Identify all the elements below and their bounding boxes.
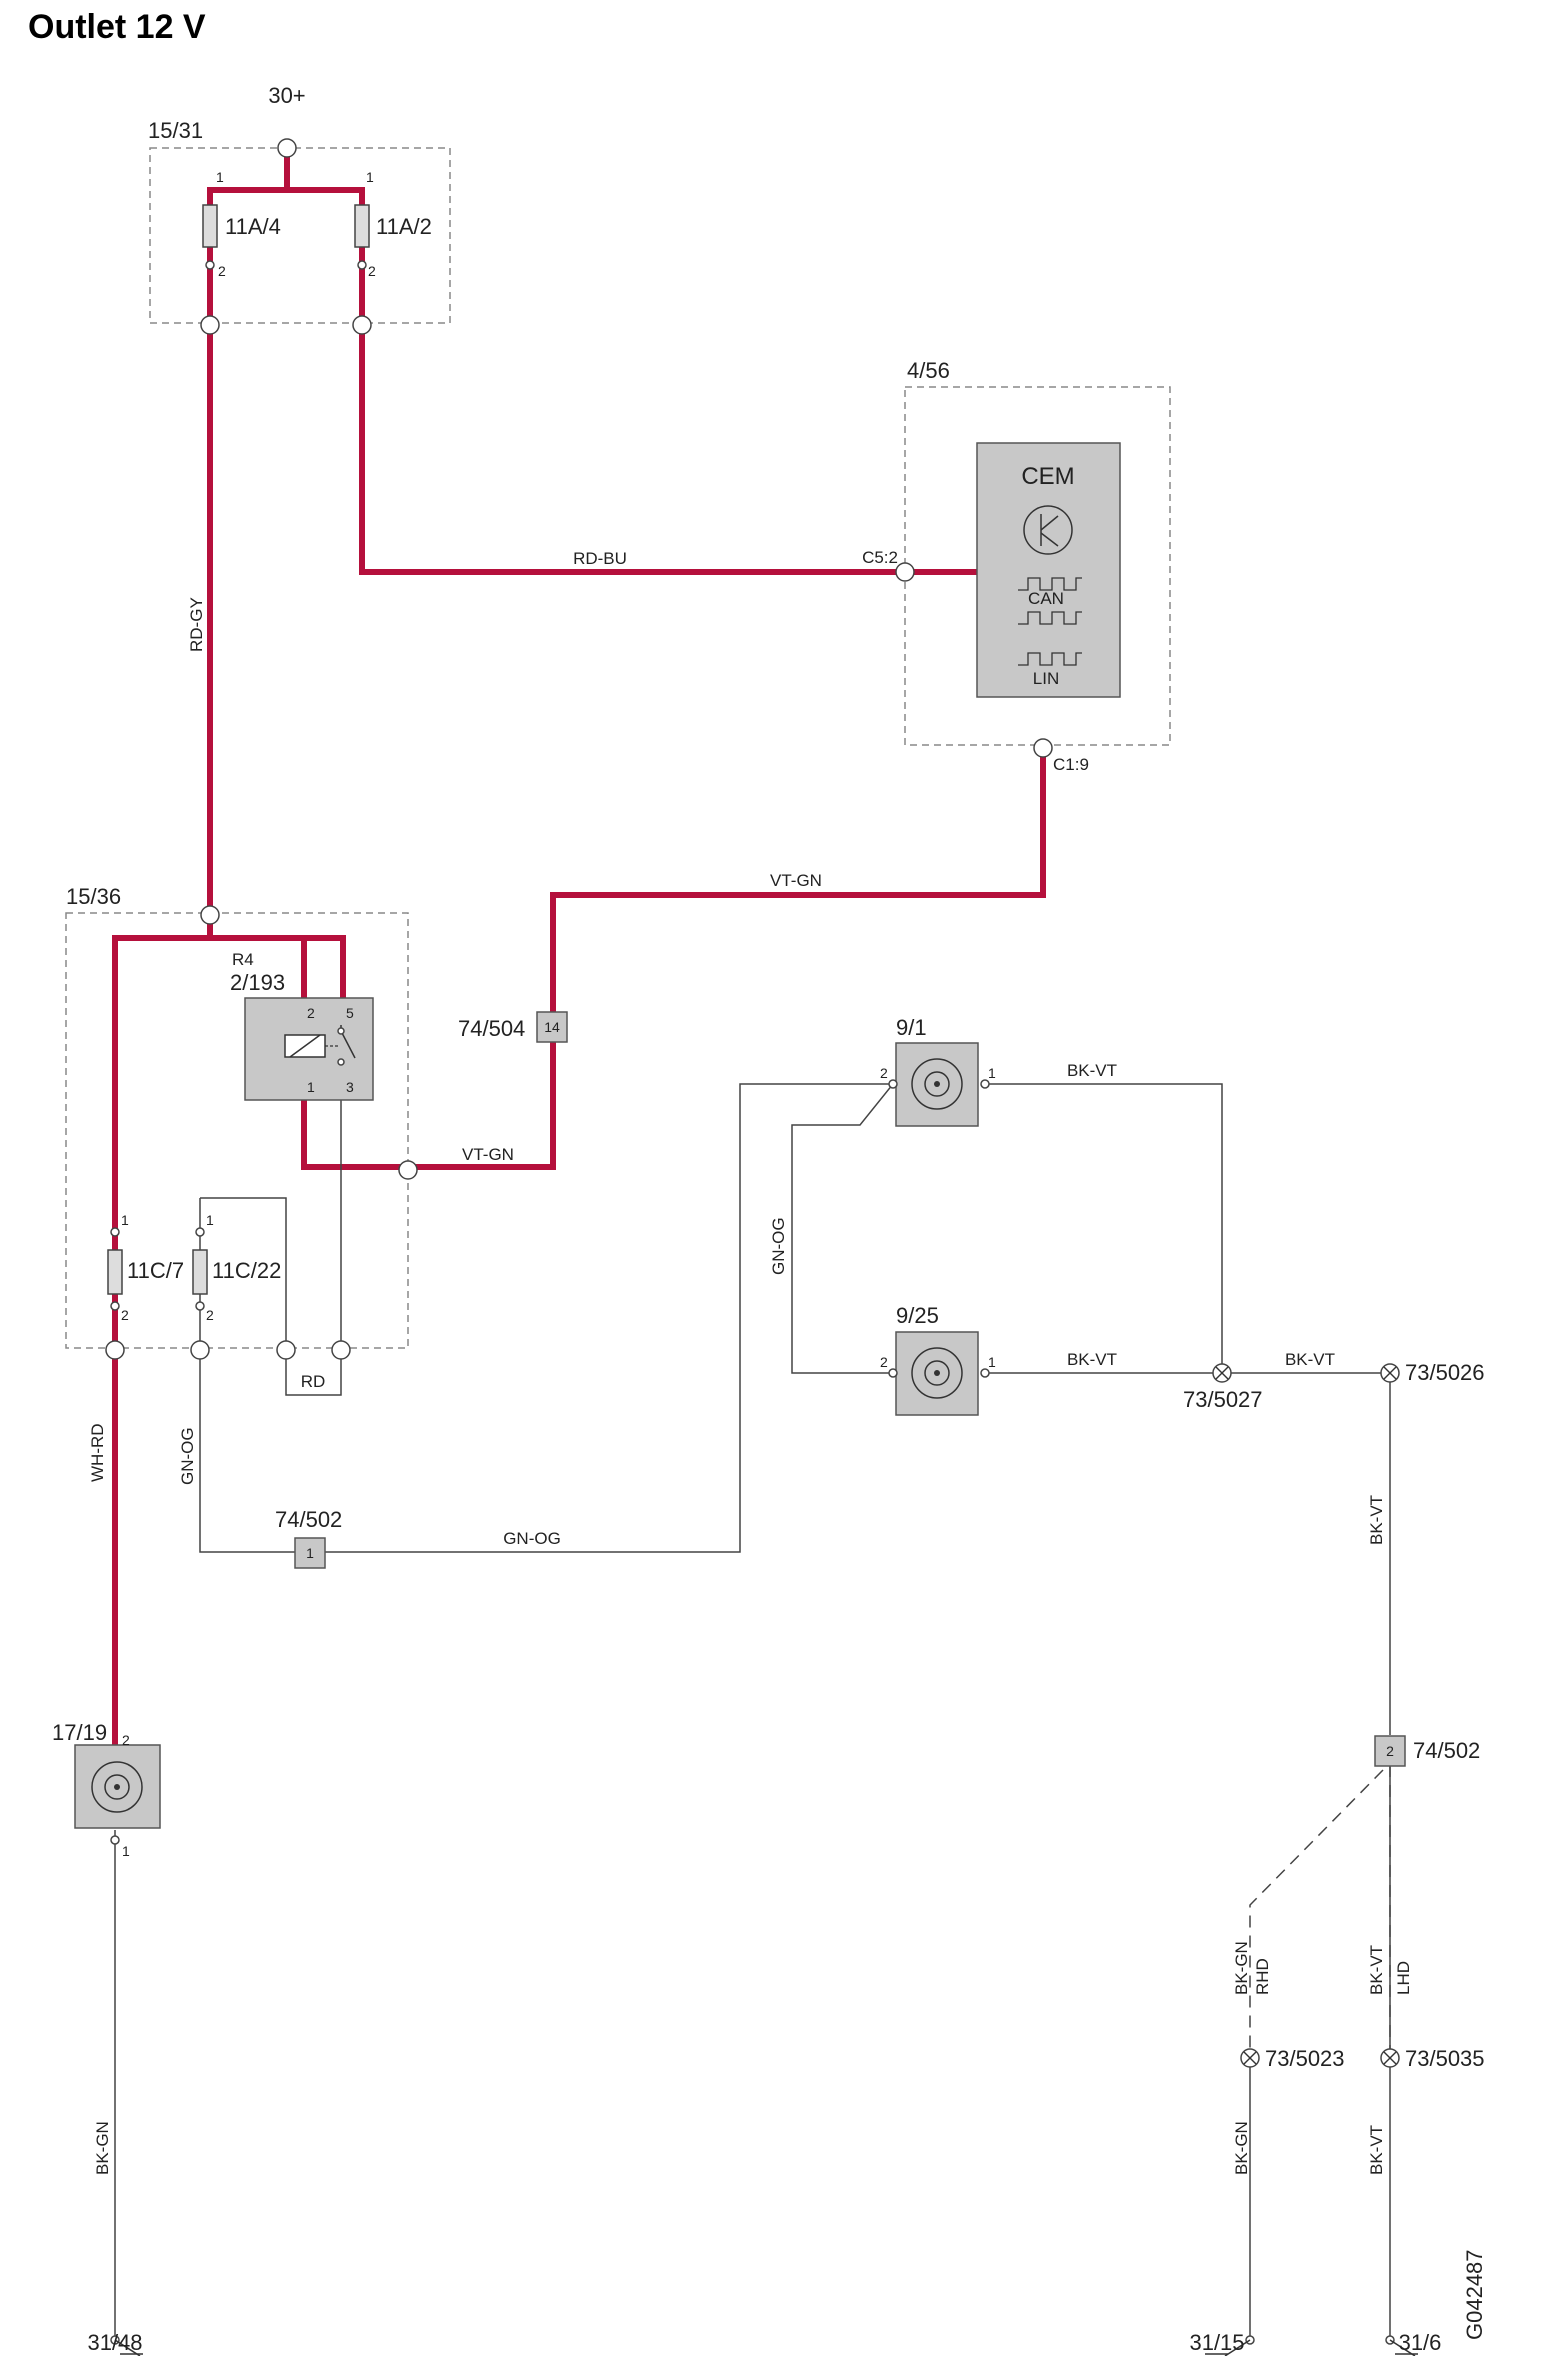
- connector-502b-label: 74/502: [1413, 1738, 1480, 1763]
- outlet-17-19: [74, 1744, 161, 1829]
- outlet-9-1: [895, 1042, 979, 1127]
- connector-502a-pin: 1: [306, 1545, 314, 1561]
- pin-9-25-2: 2: [880, 1354, 888, 1370]
- connector-74-502-b: [1374, 1735, 1406, 1767]
- splice-5027: [1212, 1363, 1232, 1383]
- pin-9-25-1: 1: [988, 1354, 996, 1370]
- wire-bk-vt-mid: BK-VT: [1067, 1350, 1117, 1369]
- pin-11a4-2: 2: [218, 263, 226, 279]
- outlet-9-25-label: 9/25: [896, 1303, 939, 1328]
- ground-15-label: 31/15: [1189, 2330, 1244, 2355]
- pin-relay-1: 1: [307, 1079, 315, 1095]
- splice-5023: [1240, 2048, 1260, 2068]
- cem-title: CEM: [1021, 463, 1074, 490]
- pin-relay-3: 3: [346, 1079, 354, 1095]
- wire-bk-vt-top: BK-VT: [1067, 1061, 1117, 1080]
- fuse-11a4: [202, 204, 218, 270]
- wire-gn-og-vertical: GN-OG: [769, 1217, 788, 1275]
- relay-id-label: 2/193: [230, 970, 285, 995]
- splice-5026-label: 73/5026: [1405, 1360, 1485, 1385]
- power-wires: [112, 145, 1046, 1748]
- wire-wh-rd: WH-RD: [88, 1423, 107, 1482]
- wire-rd-gy: RD-GY: [187, 597, 206, 652]
- drawing-id: G042487: [1462, 2249, 1487, 2340]
- cem-pin-c5: C5:2: [862, 548, 898, 567]
- pin-11a2-2: 2: [368, 263, 376, 279]
- fuse-a-label: 11A/4: [225, 214, 281, 239]
- fuse-b-label: 11A/2: [376, 214, 432, 239]
- cem-can-label: CAN: [1028, 589, 1064, 608]
- ground-6-label: 31/6: [1399, 2330, 1442, 2355]
- junction-nodes: [105, 138, 1053, 1845]
- splice-5026: [1380, 1363, 1400, 1383]
- cem-module: [976, 442, 1121, 698]
- connector-502b-pin: 2: [1386, 1743, 1394, 1759]
- fusebox-rear-boundary: [65, 912, 409, 1349]
- outlet-9-25: [895, 1331, 979, 1416]
- signal-wires: [114, 1070, 1391, 2340]
- connector-504-label: 74/504: [458, 1016, 525, 1041]
- lhd-label: LHD: [1394, 1961, 1413, 1995]
- fuse-11c22: [192, 1227, 208, 1311]
- rhd-label: RHD: [1253, 1958, 1272, 1995]
- fuse-d-label: 11C/22: [212, 1258, 281, 1283]
- relay-2-193: [244, 997, 374, 1101]
- wire-gn-og-bottom: GN-OG: [503, 1529, 561, 1548]
- wire-rd-small: RD: [301, 1372, 326, 1391]
- cem-box-label: 4/56: [907, 358, 950, 383]
- fuse-11a2: [354, 204, 370, 270]
- pin-9-1-1: 1: [988, 1065, 996, 1081]
- pin-17-19-2: 2: [122, 1732, 130, 1748]
- supply-label: 30+: [268, 83, 305, 108]
- fusebox-rear-label: 15/36: [66, 884, 121, 909]
- relay-ref-label: R4: [232, 950, 254, 969]
- pin-11c22-2: 2: [206, 1307, 214, 1323]
- pin-11a2-1: 1: [366, 169, 374, 185]
- pin-11a4-1: 1: [216, 169, 224, 185]
- wire-bk-vt-lhd: BK-VT: [1367, 1945, 1386, 1995]
- pin-relay-5: 5: [346, 1005, 354, 1021]
- fusebox-main-boundary: [149, 147, 451, 324]
- splice-5035: [1380, 2048, 1400, 2068]
- ground-31-15: [1205, 2335, 1255, 2356]
- connector-74-502-a: [294, 1537, 326, 1569]
- cem-boundary: [904, 386, 1171, 746]
- wire-bk-gn-bottom: BK-GN: [1232, 2121, 1251, 2175]
- outlet-main-label: 17/19: [52, 1720, 107, 1745]
- pin-9-1-2: 2: [880, 1065, 888, 1081]
- outlet-9-1-label: 9/1: [896, 1015, 927, 1040]
- cem-lin-label: LIN: [1033, 669, 1059, 688]
- wire-bk-vt-bottom: BK-VT: [1367, 2125, 1386, 2175]
- wire-bk-vt-right: BK-VT: [1285, 1350, 1335, 1369]
- ground-31-6: [1385, 2335, 1418, 2356]
- ground-48-label: 31/48: [87, 2330, 142, 2355]
- splice-5027-label: 73/5027: [1183, 1387, 1263, 1412]
- wire-vt-gn-lower: VT-GN: [462, 1145, 514, 1164]
- connector-502a-label: 74/502: [275, 1507, 342, 1532]
- wire-bk-gn-rhd: BK-GN: [1232, 1941, 1251, 1995]
- ground-31-48: [110, 2335, 143, 2356]
- wire-rd-bu: RD-BU: [573, 549, 627, 568]
- pin-relay-2: 2: [307, 1005, 315, 1021]
- wire-bk-gn-left: BK-GN: [93, 2121, 112, 2175]
- pin-17-19-1: 1: [122, 1843, 130, 1859]
- pin-11c7-1: 1: [121, 1212, 129, 1228]
- connector-504-pin: 14: [544, 1019, 560, 1035]
- pin-11c7-2: 2: [121, 1307, 129, 1323]
- fusebox-main-label: 15/31: [148, 118, 203, 143]
- splice-5035-label: 73/5035: [1405, 2046, 1485, 2071]
- page-title: Outlet 12 V: [28, 8, 206, 46]
- pin-11c22-1: 1: [206, 1212, 214, 1228]
- fuse-c-label: 11C/7: [127, 1258, 184, 1283]
- cem-pin-c1: C1:9: [1053, 755, 1089, 774]
- fuse-11c7: [107, 1227, 123, 1311]
- wire-vt-gn-upper: VT-GN: [770, 871, 822, 890]
- wire-gn-og-left: GN-OG: [178, 1427, 197, 1485]
- wire-bk-vt-vertical: BK-VT: [1367, 1495, 1386, 1545]
- connector-74-504: [536, 1011, 568, 1043]
- splice-5023-label: 73/5023: [1265, 2046, 1345, 2071]
